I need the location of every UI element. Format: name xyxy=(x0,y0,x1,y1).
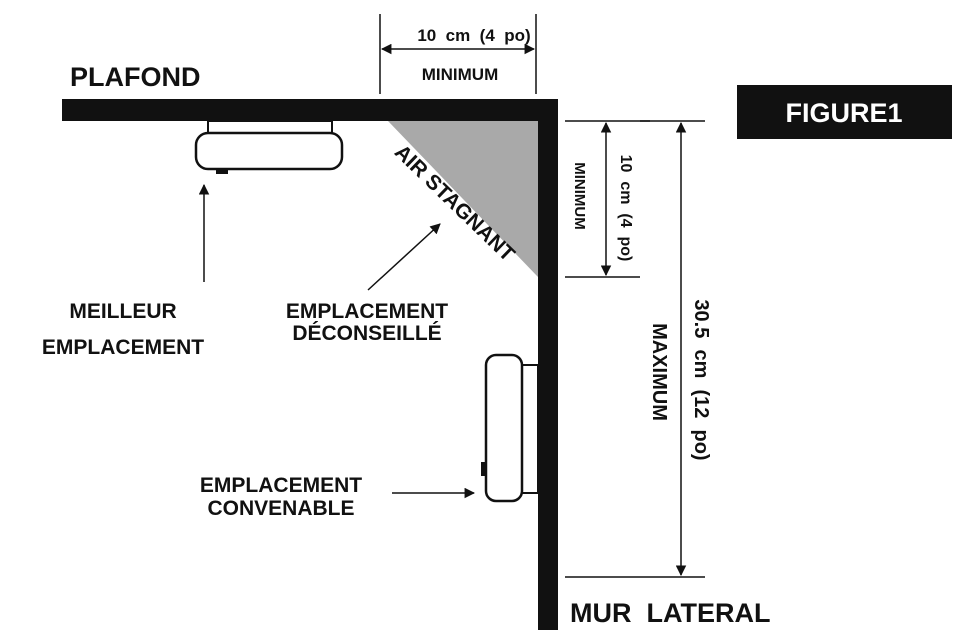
figure-badge-text: FIGURE1 xyxy=(785,98,902,128)
acceptable-location-label-line2: CONVENABLE xyxy=(207,497,354,520)
best-location-label-line2: EMPLACEMENT xyxy=(42,336,204,359)
wall-detector-icon xyxy=(481,353,539,503)
dimension-wall-max-qualifier: MAXIMUM xyxy=(648,323,670,421)
dimension-ceiling-min-value: 10 cm (4 po) xyxy=(417,26,530,45)
ceiling-label: PLAFOND xyxy=(70,62,201,92)
not-recommended-label-line2: DÉCONSEILLÉ xyxy=(292,322,441,345)
not-recommended-label-line1: EMPLACEMENT xyxy=(286,300,448,323)
stagnant-air-zone xyxy=(388,121,538,277)
dimension-wall-min-value: 10 cm (4 po) xyxy=(617,155,634,262)
dimension-wall-max-value: 30.5 cm (12 po) xyxy=(690,299,712,460)
dimension-wall-max xyxy=(565,120,705,578)
side-wall-label: MUR LATERAL xyxy=(570,598,770,628)
dimension-ceiling-min xyxy=(379,14,537,94)
best-location-label-line1: MEILLEUR xyxy=(69,300,176,323)
ceiling-bar xyxy=(62,99,558,121)
ceiling-detector-icon xyxy=(194,120,344,174)
figure-badge: FIGURE1 xyxy=(737,85,952,139)
dimension-ceiling-min-qualifier: MINIMUM xyxy=(422,65,498,84)
arrow-not-recommended xyxy=(367,223,441,291)
dimension-wall-min-qualifier: MINIMUM xyxy=(571,162,588,230)
side-wall-bar xyxy=(538,99,558,630)
acceptable-location-label-line1: EMPLACEMENT xyxy=(200,474,362,497)
dimension-wall-min xyxy=(565,120,650,278)
